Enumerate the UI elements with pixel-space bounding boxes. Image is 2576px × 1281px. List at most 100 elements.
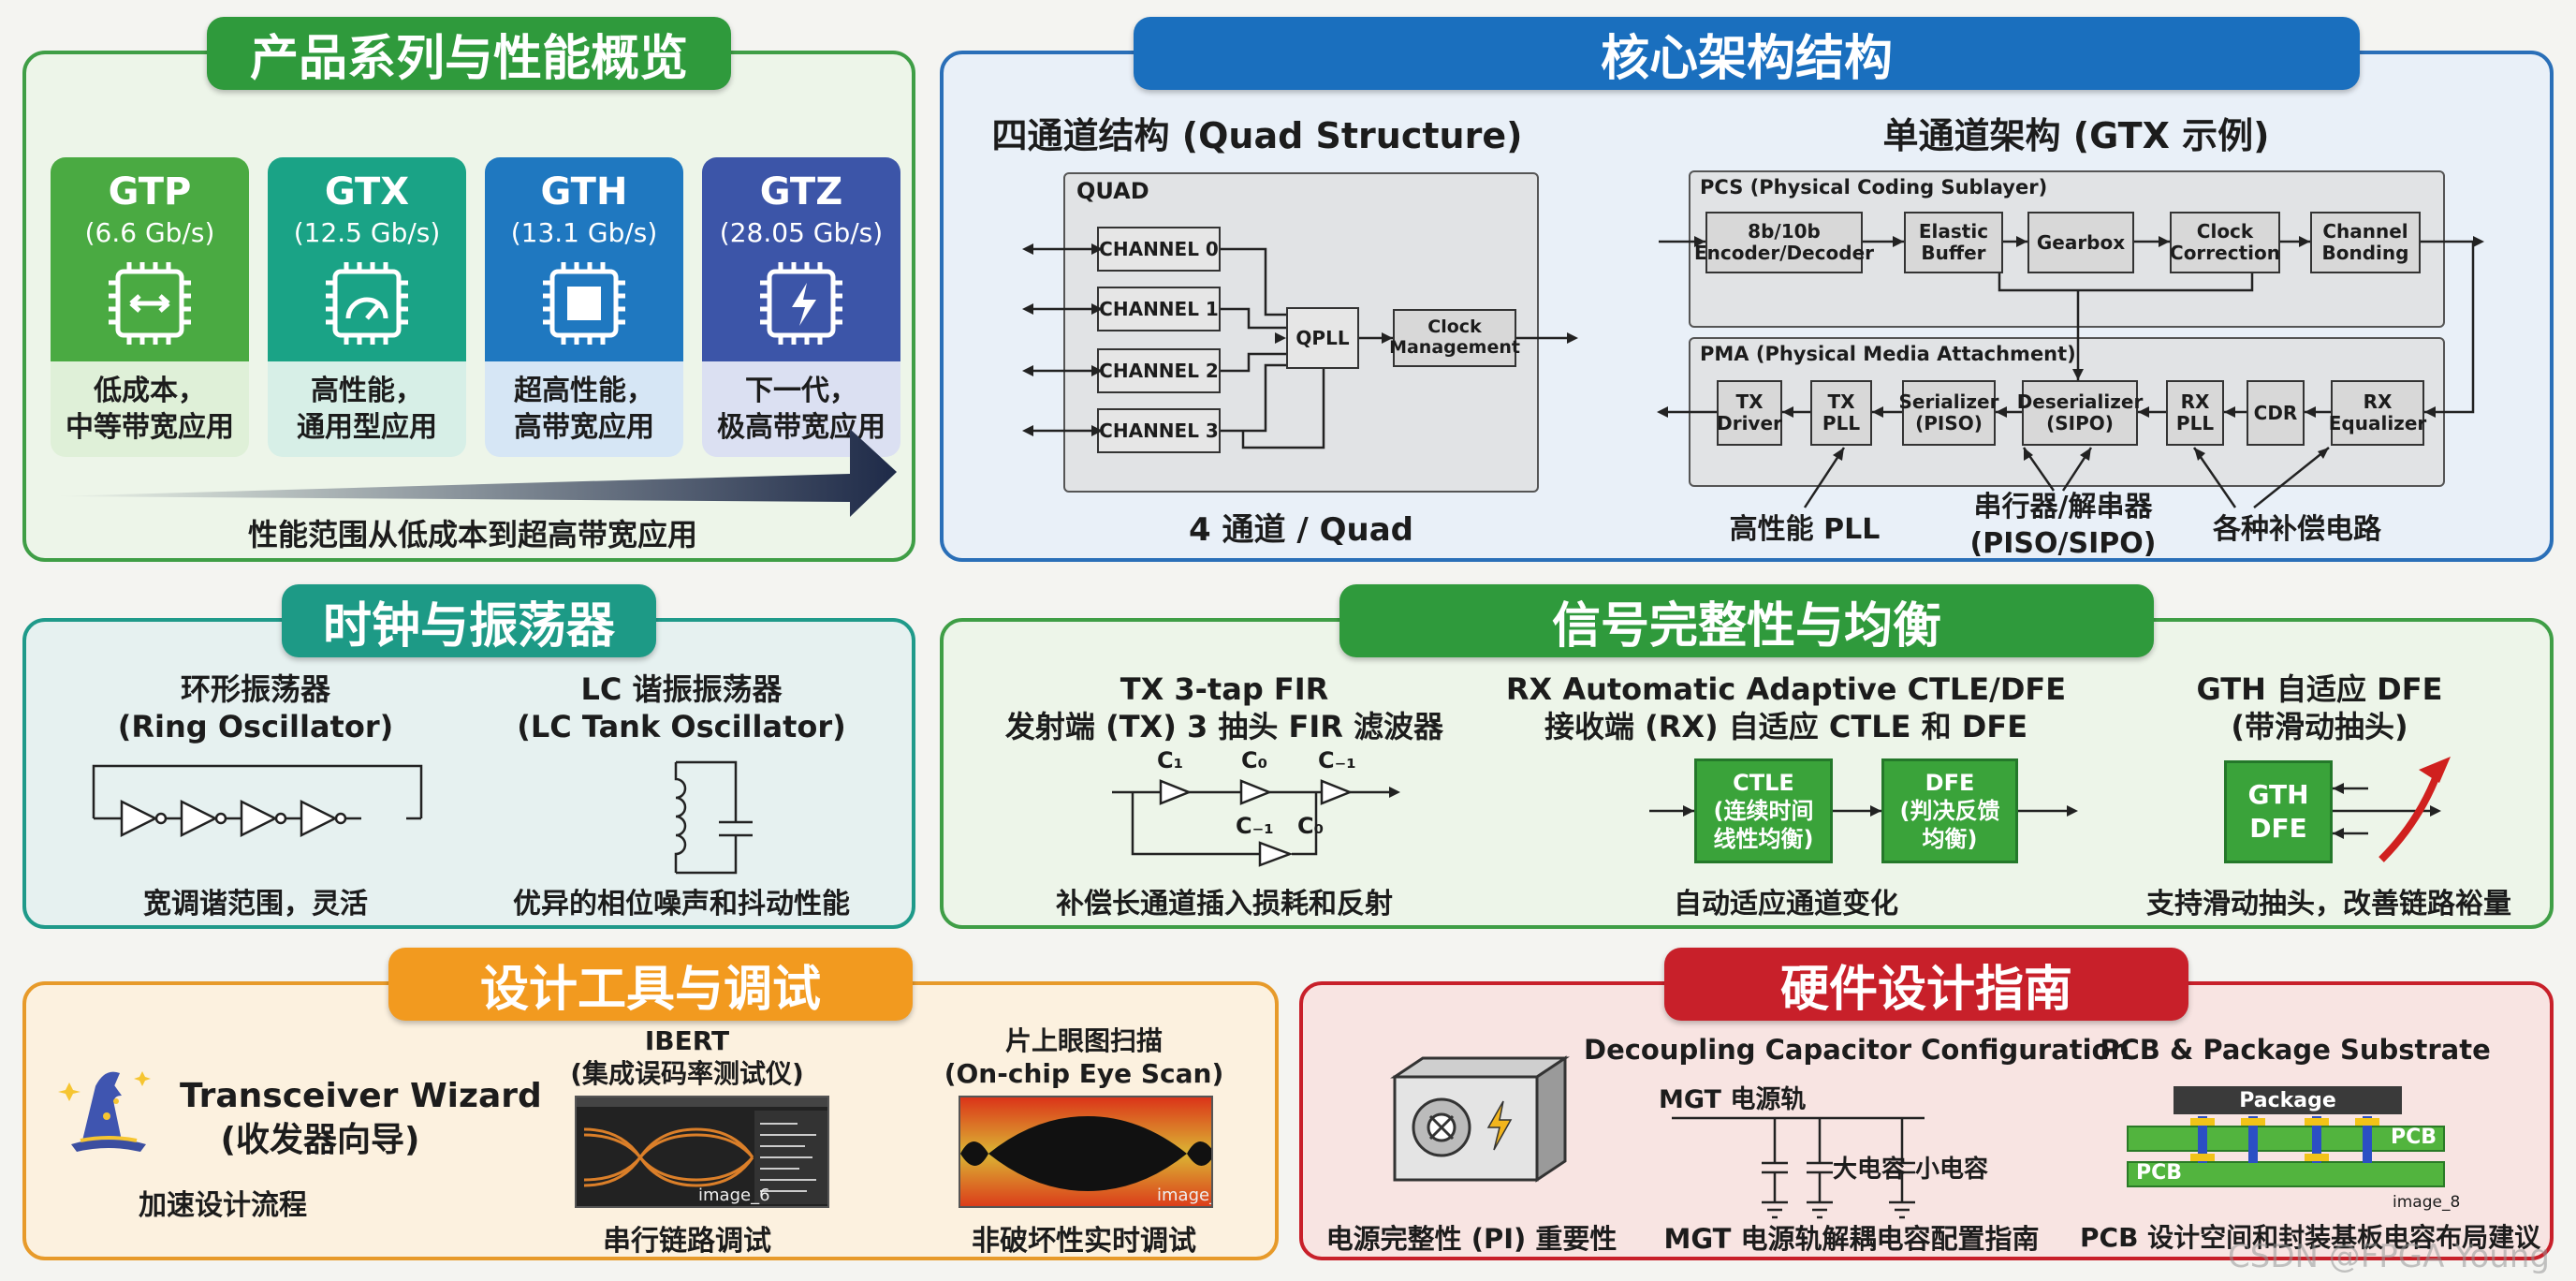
ring-oscillator-diagram	[92, 764, 423, 838]
clock-title: 时钟与振荡器	[282, 584, 656, 657]
rx-caption: 自动适应通道变化	[1674, 888, 1898, 920]
single-heading: 单通道架构 (GTX 示例)	[1882, 115, 2270, 156]
decap-title: Decoupling Capacitor Configuration	[1584, 1034, 2130, 1066]
gth-title: GTH 自适应 DFE(带滑动抽头)	[2196, 671, 2443, 744]
eye-caption: 非破坏性实时调试	[972, 1225, 1196, 1258]
hardware-title: 硬件设计指南	[1664, 948, 2188, 1021]
card-desc: 高性能，通用型应用	[268, 361, 466, 457]
wizard-caption: 加速设计流程	[139, 1189, 307, 1222]
quad-caption: 4 通道 / Quad	[1189, 511, 1413, 549]
pi-caption: 电源完整性 (PI) 重要性	[1325, 1223, 1617, 1255]
callout-pll: 高性能 PLL	[1729, 513, 1881, 546]
performance-range-arrow	[54, 429, 897, 517]
pcb-caption: PCB 设计空间和封装基板电容布局建议	[2080, 1222, 2541, 1253]
architecture-panel: 核心架构结构 四通道结构 (Quad Structure) 单通道架构 (GTX…	[940, 17, 2554, 562]
tools-panel: 设计工具与调试 Transceiver Wizard(收发器向导) 加速设计流程…	[22, 948, 1279, 1260]
tap-c0-lower: C₀	[1297, 813, 1325, 839]
tools-title: 设计工具与调试	[388, 948, 913, 1021]
chip-arrows-icon	[109, 262, 191, 345]
pcb-title: PCB & Package Substrate	[2100, 1034, 2491, 1066]
ibert-title: IBERT(集成误码率测试仪)	[570, 1025, 804, 1089]
product-card-gtx: GTX (12.5 Gb/s) 高性能，通用型应用	[268, 157, 466, 457]
card-name: GTZ	[759, 170, 843, 214]
eye-title: 片上眼图扫描(On-chip Eye Scan)	[944, 1025, 1224, 1089]
card-desc: 低成本，中等带宽应用	[51, 361, 249, 457]
callout-compensation: 各种补偿电路	[2213, 513, 2381, 546]
tap-c0: C₀	[1241, 747, 1268, 773]
big-cap-label: 大电容	[1833, 1156, 1907, 1184]
chip-gauge-icon	[326, 262, 408, 345]
card-name: GTP	[108, 170, 192, 214]
channel-1: CHANNEL 1	[1097, 287, 1221, 331]
quad-wiring	[1022, 243, 1578, 449]
product-card-gth: GTH (13.1 Gb/s) 超高性能，高带宽应用	[485, 157, 683, 457]
pma-serializer: Serializer(PISO)	[1899, 380, 1998, 446]
pcs-gearbox: Gearbox	[2027, 212, 2134, 273]
card-desc: 超高性能，高带宽应用	[485, 361, 683, 457]
range-caption: 性能范围从低成本到超高带宽应用	[247, 517, 697, 552]
pma-deserializer: Deserializer(SIPO)	[2017, 380, 2143, 446]
lc-title: LC 谐振振荡器(LC Tank Oscillator)	[517, 671, 846, 744]
hardware-panel: 硬件设计指南 电源完整性 (PI) 重要性 Decoupling Capacit…	[1299, 948, 2554, 1260]
lc-caption: 优异的相位噪声和抖动性能	[513, 888, 850, 920]
tap-c1: C₁	[1157, 747, 1184, 773]
pma-cdr: CDR	[2247, 380, 2305, 446]
products-title: 产品系列与性能概览	[207, 17, 731, 90]
pcb-image-label: image_8	[2393, 1193, 2461, 1212]
package-layer: Package	[2174, 1086, 2402, 1114]
channel-2: CHANNEL 2	[1097, 348, 1221, 393]
wizard-hat-icon	[58, 1071, 151, 1152]
architecture-title: 核心架构结构	[1134, 17, 2360, 90]
rx-eq-wiring	[1649, 805, 2078, 817]
wizard-title: Transceiver Wizard(收发器向导)	[180, 1077, 542, 1159]
gth-caption: 支持滑动抽头，改善链路裕量	[2146, 888, 2511, 920]
decap-diagram	[1672, 1116, 1925, 1219]
card-speed: (6.6 Gb/s)	[84, 217, 215, 248]
eye-image-label: image_7	[1157, 1185, 1211, 1205]
ring-title: 环形振荡器(Ring Oscillator)	[117, 671, 394, 744]
pcb-vias	[2190, 1116, 2379, 1163]
eye-scan-screenshot: image_7	[959, 1096, 1213, 1208]
rail-label: MGT 电源轨	[1659, 1085, 1807, 1114]
products-panel: 产品系列与性能概览 GTP (6.6 Gb/s) 低成本，中等带宽应用 GTX …	[22, 17, 915, 562]
signal-title: 信号完整性与均衡	[1339, 584, 2154, 657]
chip-core-icon	[543, 262, 625, 345]
quad-label: QUAD	[1076, 178, 1149, 204]
card-speed: (12.5 Gb/s)	[293, 217, 441, 248]
pma-label: PMA (Physical Media Attachment)	[1700, 343, 2076, 365]
decap-caption: MGT 电源轨解耦电容配置指南	[1663, 1223, 2040, 1255]
tx-fir-diagram	[1112, 779, 1400, 867]
callout-serdes: 串行器/解串器(PISO/SIPO)	[1969, 491, 2157, 560]
card-name: GTH	[540, 170, 628, 214]
card-desc: 下一代，极高带宽应用	[702, 361, 900, 457]
tx-caption: 补偿长通道插入损耗和反射	[1056, 888, 1393, 920]
card-name: GTX	[324, 170, 410, 214]
clock-panel: 时钟与振荡器 环形振荡器(Ring Oscillator) LC 谐振振荡器(L…	[22, 584, 915, 929]
lc-tank-diagram	[674, 760, 753, 875]
ctle-block: CTLE(连续时间线性均衡)	[1694, 758, 1833, 863]
card-speed: (28.05 Gb/s)	[719, 217, 884, 248]
gth-sliding-tap-diagram	[2333, 757, 2451, 862]
ibert-image-label: image_6	[698, 1185, 770, 1205]
pcb-layer-lower	[2127, 1161, 2445, 1187]
single-channel-wiring	[1657, 236, 2484, 508]
channel-0: CHANNEL 0	[1097, 227, 1221, 272]
ring-caption: 宽调谐范围，灵活	[143, 888, 368, 920]
card-speed: (13.1 Gb/s)	[510, 217, 658, 248]
pcb-layer-upper	[2127, 1126, 2445, 1152]
tap-cm1-lower: C₋₁	[1236, 813, 1274, 839]
watermark: CSDN @FPGA Young	[2228, 1238, 2550, 1275]
dfe-block: DFE(判决反馈均衡)	[1881, 758, 2018, 863]
small-cap-label: 小电容	[1915, 1156, 1989, 1184]
pcb-label-lower: PCB	[2136, 1161, 2183, 1185]
